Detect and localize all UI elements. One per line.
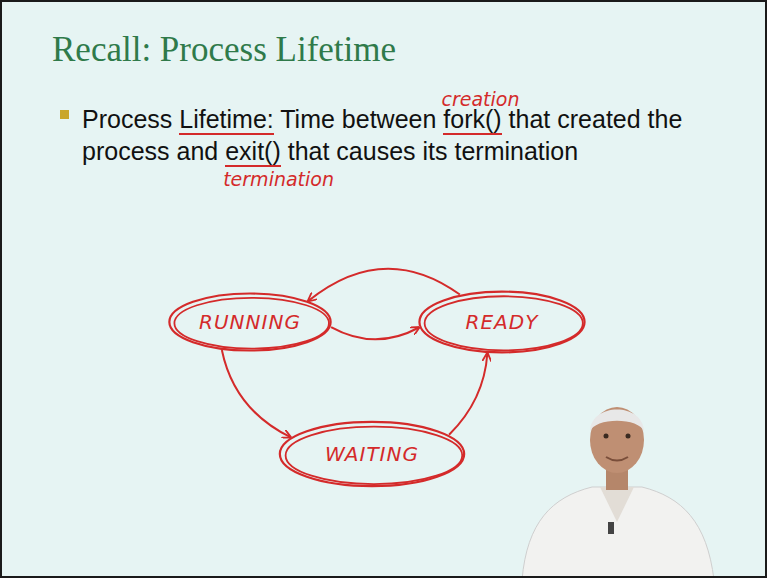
- transition-arrow: [308, 269, 460, 301]
- bullet-text: Process Lifetime: Time between fork() th…: [82, 103, 752, 167]
- bullet-square: [60, 110, 69, 119]
- state-ellipse: WAITING: [276, 419, 468, 489]
- state-ellipse: READY: [416, 289, 588, 355]
- state-label: RUNNING: [199, 310, 301, 334]
- handwritten-note: termination: [223, 168, 334, 190]
- lecturer-figure: [522, 407, 714, 578]
- state-label: READY: [466, 310, 539, 334]
- transition-arrow: [449, 353, 487, 435]
- ellipse-stroke: [169, 293, 330, 350]
- lecturer-eye: [604, 434, 609, 439]
- lecturer-mouth: [606, 457, 628, 461]
- state-label: WAITING: [325, 442, 419, 466]
- lecturer-collar: [600, 487, 634, 522]
- transition-arrow: [222, 350, 291, 437]
- lecturer-shirt: [522, 487, 714, 578]
- lecturer-hair: [590, 410, 644, 433]
- lecturer-eye: [626, 434, 631, 439]
- ellipse-stroke: [286, 427, 463, 484]
- lecturer-head: [590, 407, 644, 473]
- handwritten-note: creation: [441, 88, 519, 110]
- ellipse-stroke: [425, 296, 583, 350]
- ellipse-stroke: [174, 298, 329, 349]
- state-ellipse: RUNNING: [166, 291, 334, 353]
- transition-arrow: [331, 327, 419, 339]
- slide-title: Recall: Process Lifetime: [52, 30, 396, 70]
- ellipse-stroke: [419, 292, 584, 353]
- lapel-microphone: [608, 522, 614, 534]
- ellipse-stroke: [280, 422, 464, 486]
